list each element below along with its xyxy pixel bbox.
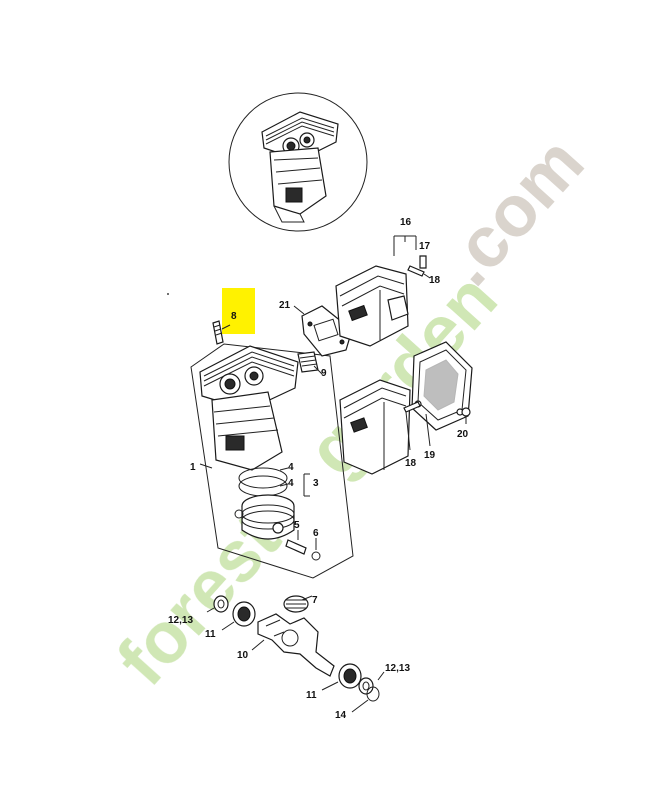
wrist-pin: [285, 539, 307, 555]
highlight-part-8: [222, 288, 255, 334]
callout-17: 17: [419, 241, 431, 252]
inset-cylinder: [261, 111, 339, 223]
inset-circle: [228, 92, 368, 232]
screw-part-17: [419, 255, 427, 269]
washer-part-20: [461, 407, 471, 417]
sleeve-part-9: [297, 351, 319, 373]
piston-rings: [238, 467, 288, 497]
callout-3: 3: [313, 478, 319, 489]
callout-18-upper: 18: [429, 275, 441, 286]
callout-18-lower: 18: [405, 458, 417, 469]
cylinder-assembly: [190, 343, 354, 579]
callout-16: 16: [400, 217, 412, 228]
callout-8: 8: [231, 311, 237, 322]
callout-4-upper: 4: [288, 462, 294, 473]
crankshaft-assembly: 7: [213, 595, 380, 702]
crankshaft-part-10: [257, 613, 335, 677]
callout-14: 14: [335, 710, 347, 721]
overview-inset: [228, 92, 368, 232]
piston: [241, 494, 295, 540]
callout-12-13-right: 12,13: [385, 663, 410, 674]
muffler-body: [339, 379, 411, 475]
gasket-part-21: [301, 305, 353, 357]
stray-mark: [167, 293, 169, 295]
callout-11-left: 11: [205, 629, 216, 640]
callout-21: 21: [279, 300, 291, 311]
callout-9: 9: [321, 368, 327, 379]
callout-20: 20: [457, 429, 469, 440]
callout-11-right: 11: [306, 690, 317, 701]
callout-4-lower: 4: [288, 478, 294, 489]
assembly-frame: [190, 343, 354, 579]
callout-5: 5: [294, 520, 300, 531]
muffler-top-part-16: [335, 265, 409, 347]
seal-right: [358, 677, 374, 695]
muffler-cover-part-19: [411, 341, 473, 431]
needle-bearing-part-7: [283, 595, 309, 613]
callout-6: 6: [313, 528, 319, 539]
callout-7: 7: [312, 595, 318, 606]
circlip-part-14: [366, 686, 380, 702]
callout-12-13-left: 12,13: [168, 615, 193, 626]
callout-1: 1: [190, 462, 196, 473]
circlip-left: [234, 509, 244, 519]
callout-19: 19: [424, 450, 436, 461]
callout-10: 10: [237, 650, 249, 661]
bolt-part-8: [212, 320, 224, 345]
circlip-right: [311, 551, 321, 561]
seal-left: [213, 595, 229, 613]
